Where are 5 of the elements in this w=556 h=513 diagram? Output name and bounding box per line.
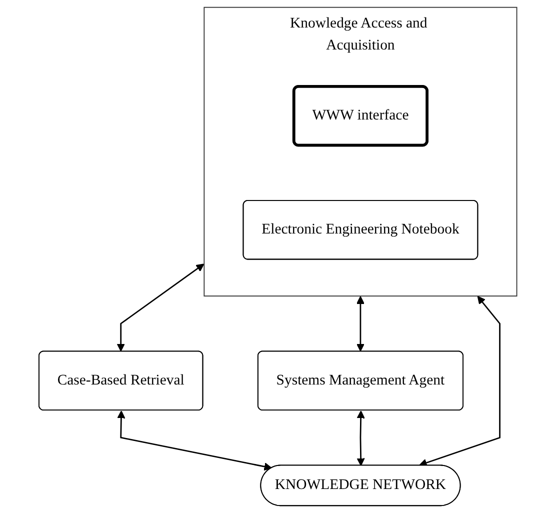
arrow <box>117 410 272 471</box>
arrow <box>356 296 365 352</box>
arrow <box>356 410 365 466</box>
arrow <box>116 264 204 352</box>
arrow <box>419 296 501 467</box>
